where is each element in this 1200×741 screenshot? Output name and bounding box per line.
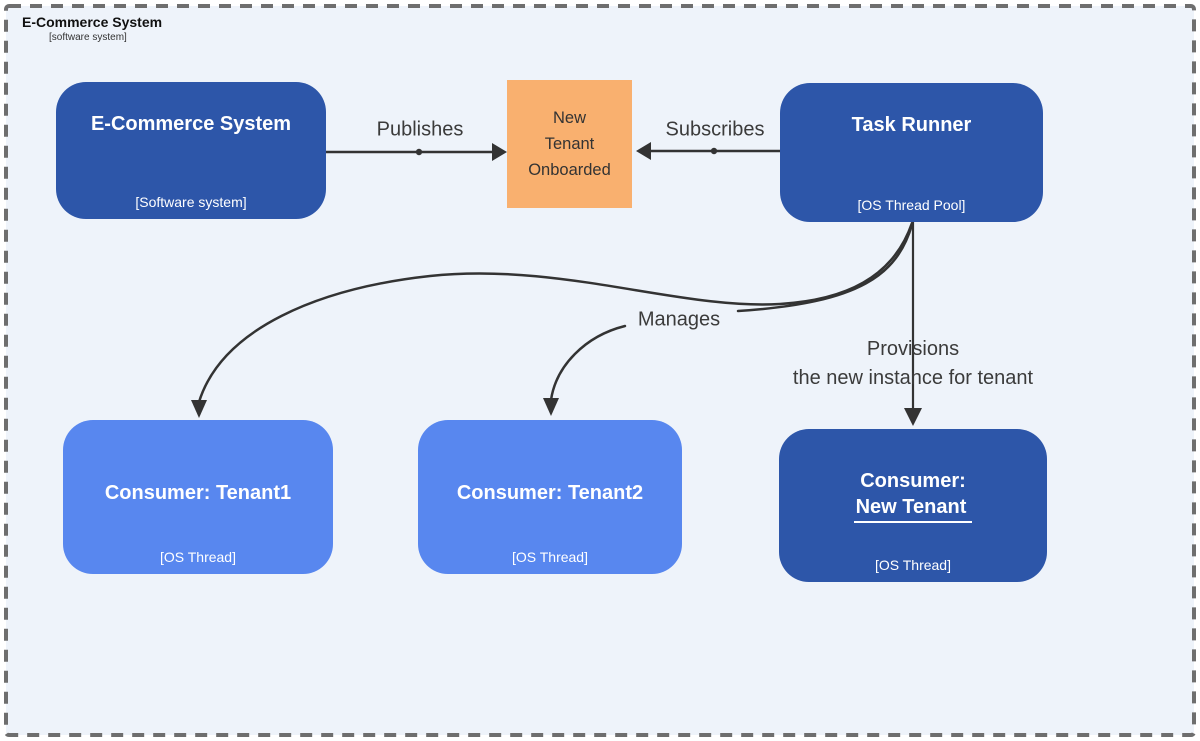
edge-label-provisions-line1: Provisions — [866, 338, 960, 360]
node-title: E-Commerce System — [90, 113, 292, 135]
node-title: Consumer: New Tenant — [779, 468, 1047, 523]
node-task-runner[interactable]: Task Runner [OS Thread Pool] — [780, 83, 1043, 222]
note-line: Tenant — [544, 135, 595, 153]
node-type: [OS Thread] — [874, 557, 951, 573]
node-consumer-tenant1[interactable]: Consumer: Tenant1 [OS Thread] — [63, 420, 333, 574]
edge-provisions — [904, 222, 922, 426]
edge-label-provisions-line2: the new instance for tenant — [792, 367, 1034, 389]
node-title: Task Runner — [851, 114, 972, 136]
edge-label-publishes[interactable]: Publishes — [376, 118, 464, 141]
note-line: New — [552, 109, 586, 127]
edge-label-subscribes[interactable]: Subscribes — [665, 118, 765, 141]
edge-manages-tenant2 — [543, 223, 914, 416]
node-title: Consumer: Tenant1 — [104, 482, 292, 504]
node-type: [OS Thread] — [511, 549, 588, 565]
node-consumer-tenant2[interactable]: Consumer: Tenant2 [OS Thread] — [418, 420, 682, 574]
node-type: [OS Thread] — [159, 549, 236, 565]
edge-label-provisions[interactable]: Provisions the new instance for tenant — [793, 335, 1033, 393]
edge-manages-tenant1 — [191, 221, 914, 418]
node-title-line1: Consumer: — [860, 470, 966, 492]
node-type: [OS Thread Pool] — [857, 197, 966, 213]
node-new-tenant-onboarded-note[interactable]: New Tenant Onboarded — [507, 80, 632, 208]
node-title-line2: New Tenant — [853, 494, 973, 523]
boundary-subtitle: [software system] — [49, 32, 127, 43]
note-line: Onboarded — [528, 161, 611, 179]
boundary-header: E-Commerce System [software system] — [22, 14, 162, 43]
node-ecommerce-system[interactable]: E-Commerce System [Software system] — [56, 82, 326, 219]
edge-subscribes — [636, 142, 780, 160]
node-consumer-new-tenant[interactable]: Consumer: New Tenant [OS Thread] — [779, 429, 1047, 582]
edge-label-manages[interactable]: Manages — [637, 308, 721, 331]
node-title: Consumer: Tenant2 — [456, 482, 644, 504]
edge-publishes — [326, 143, 507, 161]
boundary-title: E-Commerce System — [22, 14, 163, 30]
node-type: [Software system] — [135, 194, 247, 210]
